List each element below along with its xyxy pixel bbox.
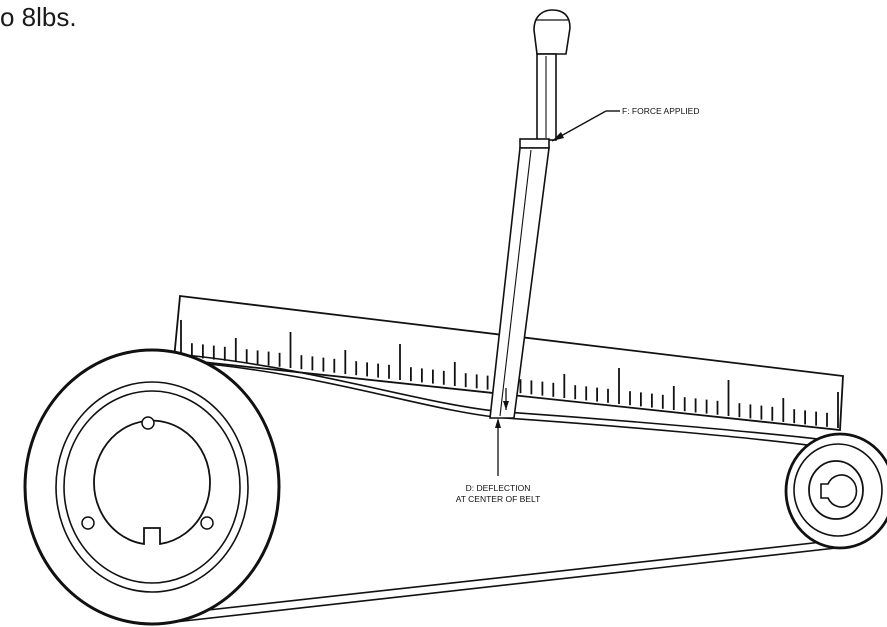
gauge-body-center	[499, 149, 532, 417]
large-pulley-bolt-hole-right	[200, 516, 214, 530]
large-pulley-bolt-hole-top	[141, 416, 155, 430]
deflection-label-line1: D: DEFLECTION	[466, 483, 531, 493]
instruction-text-fragment: o 8lbs.	[0, 2, 77, 32]
ruler-tick-marks	[180, 320, 839, 428]
force-label: F: FORCE APPLIED	[622, 106, 699, 116]
tension-gauge	[489, 9, 571, 419]
force-callout: F: FORCE APPLIED	[551, 106, 699, 142]
gauge-knob	[533, 9, 571, 55]
gauge-force-ring	[519, 138, 550, 149]
deflection-arrowhead-down	[503, 401, 509, 410]
small-pulley-bore-with-keyway	[820, 474, 858, 508]
small-pulley	[784, 432, 887, 550]
large-pulley-bore-with-keyway	[93, 419, 211, 546]
gauge-body	[489, 147, 550, 419]
large-pulley	[23, 348, 281, 626]
force-arrowhead	[552, 132, 564, 141]
belt-bottom-span-outer	[174, 546, 846, 623]
deflection-label-line2: AT CENTER OF BELT	[456, 494, 541, 504]
deflection-callout: D: DEFLECTION AT CENTER OF BELT	[456, 388, 541, 504]
deflection-arrowhead-up	[495, 418, 501, 428]
belt-bottom-span-inner	[189, 539, 841, 613]
large-pulley-bolt-hole-left	[81, 516, 95, 530]
